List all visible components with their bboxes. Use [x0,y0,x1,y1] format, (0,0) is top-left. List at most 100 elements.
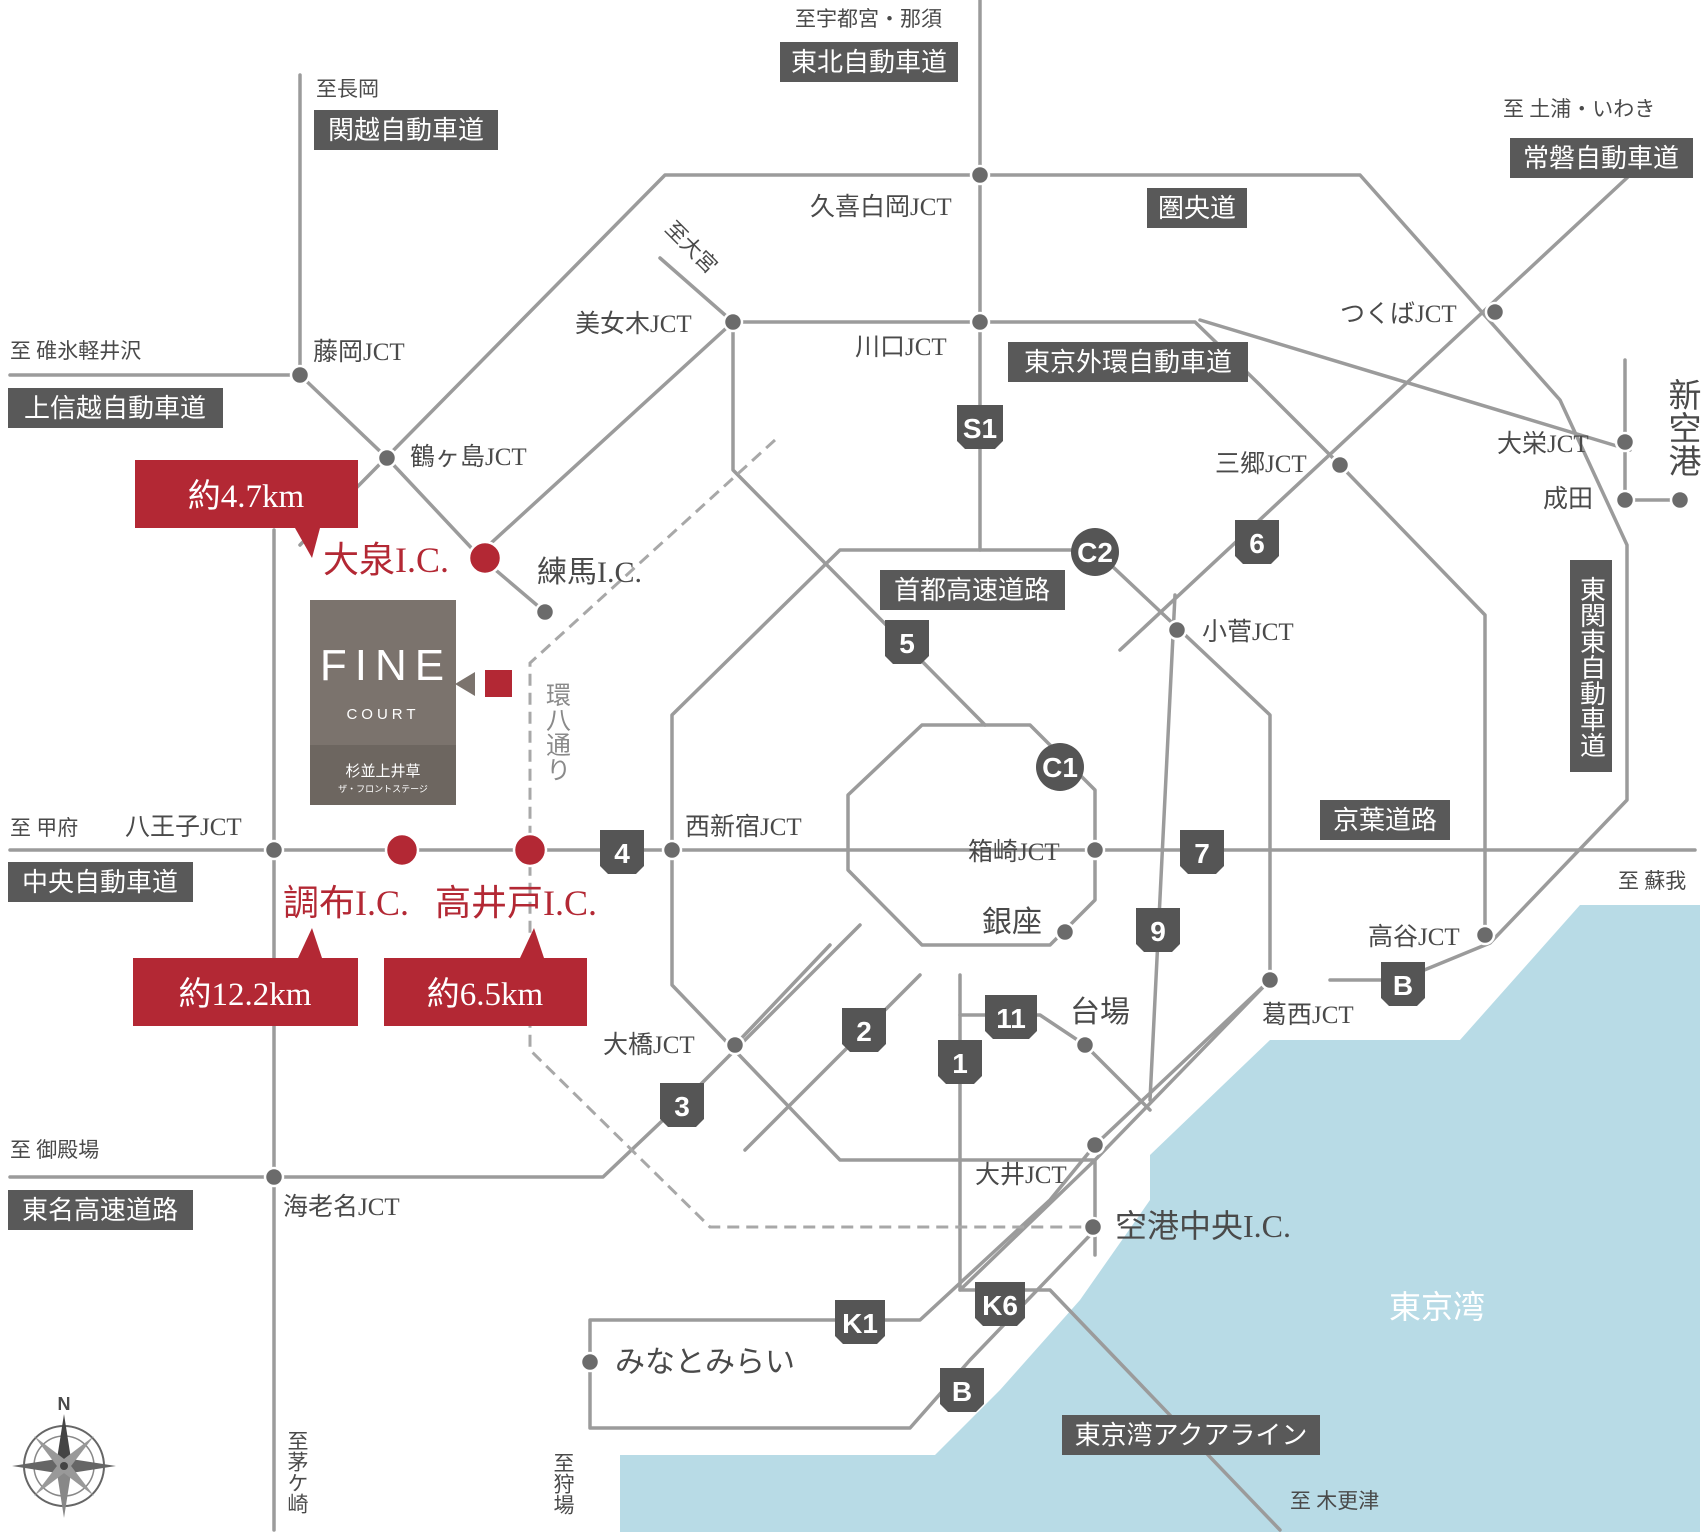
oizumi-ic-label: 大泉I.C. [323,540,449,580]
minatomirai-dot [579,1351,601,1373]
route-badge-k6: K6 [975,1282,1025,1326]
compass-rose-icon [12,1414,116,1518]
narita-dot [1614,489,1636,511]
tomei-label: 東名高速道路 [22,1196,178,1225]
ebina-jct-dot [263,1166,285,1188]
svg-text:K1: K1 [842,1308,878,1339]
kasai-jct-dot [1259,969,1281,991]
svg-text:B: B [1393,970,1413,1001]
svg-text:9: 9 [1150,916,1166,947]
aqualine-label: 東京湾アクアライン [1075,1421,1308,1450]
oizumi-ic-marker [467,540,503,576]
nishishinjuku-jct-label: 西新宿JCT [685,813,802,841]
junction-labels: 久喜白岡JCT 美女木JCT 川口JCT つくばJCT 藤岡JCT 鶴ヶ島JCT… [125,193,1701,1379]
dest-tsuchiura: 至 土浦・いわき [1503,97,1655,121]
takaido-ic-marker [512,832,548,868]
taiei-jct-dot [1614,431,1636,453]
svg-text:4: 4 [614,838,630,869]
nerima-ic-dot [534,601,556,623]
kosuge-jct-label: 小菅JCT [1202,618,1294,646]
svg-text:11: 11 [996,1003,1026,1034]
nerima-ic-label: 練馬I.C. [537,556,642,589]
chofu-distance: 約12.2km [179,976,312,1013]
tsukuba-jct-label: つくばJCT [1340,300,1457,328]
route-badge-2: 2 [842,1008,886,1052]
tohoku-label: 東北自動車道 [791,48,947,77]
route-badge-5: 5 [885,620,929,664]
expressway-labels: 東北自動車道 関越自動車道 常磐自動車道 圏央道 東京外環自動車道 上信越自動車… [8,42,1693,1455]
joban-label: 常磐自動車道 [1523,144,1679,173]
property-location-marker [485,670,512,697]
bijogi-jct-label: 美女木JCT [575,310,692,338]
svg-text:1: 1 [952,1048,968,1079]
takaya-jct-dot [1474,924,1496,946]
fujioka-jct-label: 藤岡JCT [313,338,405,366]
shuto-label: 首都高速道路 [894,576,1050,605]
route-badge-3: 3 [660,1083,704,1127]
compass-north-label: N [58,1394,71,1414]
takaido-distance-callout: 約6.5km [384,928,587,1026]
property-card: FINE COURT 杉並上井草 ザ・フロントステージ [310,600,456,805]
gaikan-label: 東京外環自動車道 [1024,348,1232,377]
kawaguchi-jct-label: 川口JCT [855,334,947,361]
misato-jct-label: 三郷JCT [1215,450,1307,478]
property-brand: FINE [320,641,452,690]
oi-jct-dot [1084,1134,1106,1156]
chofu-ic-label: 調布I.C. [283,883,409,923]
daiba-dot [1074,1034,1096,1056]
dest-omiya: 至大宮 [660,217,722,279]
svg-text:K6: K6 [982,1290,1018,1321]
ohashi-jct-label: 大橋JCT [603,1031,695,1059]
dest-utsunomiya: 至宇都宮・那須 [795,7,942,31]
svg-text:7: 7 [1194,838,1210,869]
dest-karuizawa: 至 碓氷軽井沢 [10,339,141,363]
kanpachi-dori-route [528,438,1093,1229]
interchange-markers [384,540,548,868]
tsurugashima-jct-label: 鶴ヶ島JCT [410,443,527,471]
daiba-label: 台場 [1070,996,1130,1029]
route-badge-k1: K1 [835,1300,885,1344]
route-badge-b-south: B [940,1368,984,1412]
kuki-jct-dot [969,164,991,186]
svg-text:C1: C1 [1042,752,1078,783]
ginza-dot [1054,921,1076,943]
tsukuba-jct-dot [1484,301,1506,323]
kanpachi-label: 環八通り [543,682,572,782]
kawaguchi-jct-dot [969,311,991,333]
route-badge-1: 1 [938,1040,982,1084]
junction-markers [263,164,1691,1373]
kenodo-label: 圏央道 [1158,194,1236,223]
tsurugashima-jct-dot [376,447,398,469]
dest-chigasaki: 至茅ケ崎 [285,1430,309,1514]
svg-text:S1: S1 [963,413,997,444]
kuki-jct-label: 久喜白岡JCT [810,193,952,221]
ginza-label: 銀座 [982,906,1042,939]
dest-soga: 至 蘇我 [1618,869,1686,893]
route-badges: S1 C2 C1 5 6 4 7 9 2 11 1 3 K1 K6 B B [600,405,1425,1412]
kosuge-jct-dot [1166,619,1188,641]
dest-kofu: 至 甲府 [10,816,78,840]
route-badge-4: 4 [600,830,644,874]
interchange-labels: 大泉I.C. 調布I.C. 高井戸I.C. [283,540,597,923]
svg-text:5: 5 [899,628,915,659]
dest-kariba: 至狩場 [551,1452,575,1515]
oizumi-distance: 約4.7km [188,478,305,515]
route-badge-b-takaya: B [1381,962,1425,1006]
bijogi-jct-dot [722,311,744,333]
svg-text:2: 2 [856,1016,872,1047]
shinkuko-dot [1669,489,1691,511]
kanetsu-label: 関越自動車道 [328,116,484,145]
kuko-ic-label: 空港中央I.C. [1115,1208,1291,1244]
route-badge-6: 6 [1235,520,1279,564]
svg-text:C2: C2 [1077,537,1113,568]
ohashi-jct-dot [724,1034,746,1056]
hakozaki-jct-dot [1084,839,1106,861]
tokyo-bay-water [620,905,1700,1532]
ebina-jct-label: 海老名JCT [283,1193,400,1221]
property-name: 杉並上井草 [345,763,420,780]
nishishinjuku-jct-dot [661,839,683,861]
takaido-distance: 約6.5km [427,976,544,1013]
property-name-sub: ザ・フロントステージ [338,784,428,794]
narita-label: 成田 [1543,485,1593,513]
